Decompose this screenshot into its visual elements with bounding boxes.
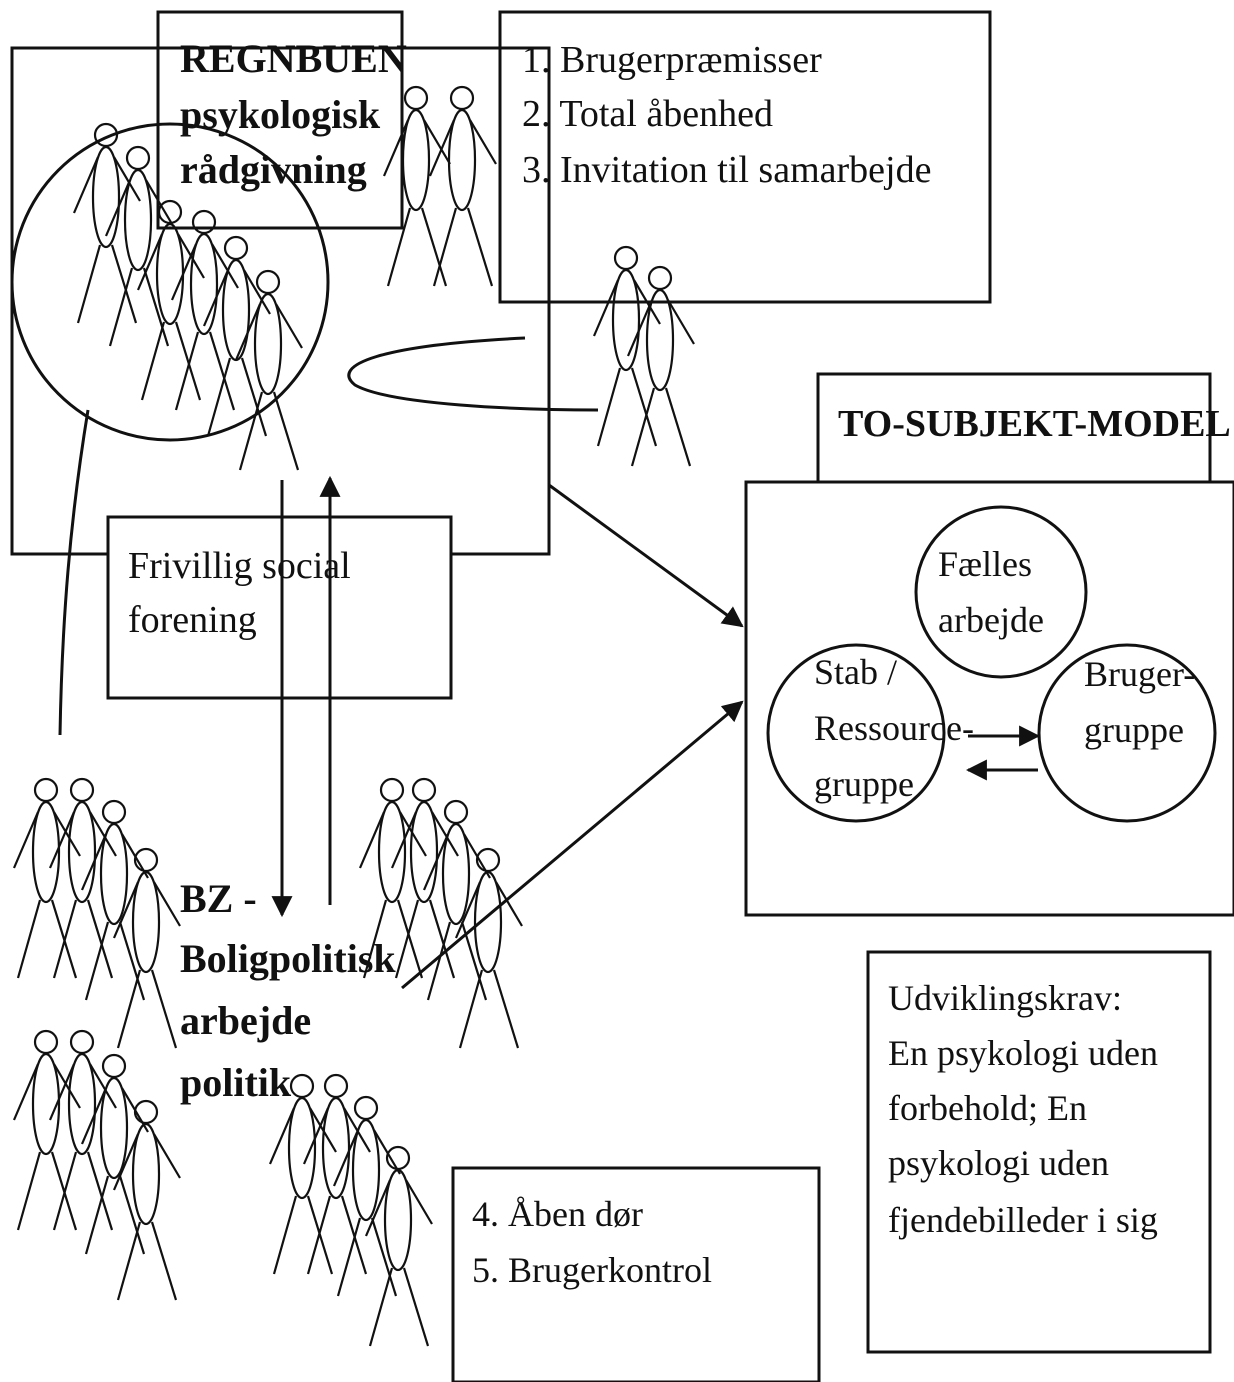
common-work-label: Fælles arbejde [938, 544, 1044, 640]
regnbuen-line2: psykologisk [180, 92, 381, 137]
users-line1: Bruger- [1084, 654, 1195, 694]
common-line1: Fælles [938, 544, 1032, 584]
requirements-line3: forbehold; En [888, 1088, 1087, 1128]
principle-5: 5. Brugerkontrol [472, 1250, 712, 1290]
regnbuen-line1: REGNBUEN [180, 36, 407, 81]
bz-line4: politik [180, 1060, 292, 1105]
requirements-text: Udviklingskrav: En psykologi uden forbeh… [888, 978, 1167, 1240]
requirements-line2: En psykologi uden [888, 1033, 1158, 1073]
requirements-box [866, 950, 1212, 1354]
bz-line2: Boligpolitisk [180, 936, 396, 981]
model-title: TO-SUBJEKT-MODEL [838, 403, 1231, 445]
regnbuen-line3: rådgivning [180, 147, 367, 192]
staff-group-label: Stab / Ressource- gruppe [814, 652, 983, 804]
bz-line3: arbejde [180, 998, 311, 1043]
circle-common-work [914, 505, 1088, 679]
bz-line1: BZ - [180, 876, 257, 921]
bz-people-group-lower [12, 1029, 182, 1302]
principles-bottom-box [451, 1166, 821, 1382]
regnbuen-box [156, 10, 404, 230]
principle-4: 4. Åben dør [472, 1194, 643, 1234]
user-group-label: Bruger- gruppe [1084, 654, 1204, 750]
staff-line1: Stab / [814, 652, 897, 692]
staff-line2: Ressource- [814, 708, 974, 748]
users-line2: gruppe [1084, 710, 1184, 750]
middle-people-group [358, 777, 524, 1050]
principles-top-box [498, 10, 992, 304]
forening-line1: Frivillig social [128, 545, 351, 587]
forening-box [106, 515, 453, 700]
arrow-to-model-top [548, 483, 744, 628]
principle-2: 2. Total åbenhed [522, 93, 773, 135]
principle-1: 1. Brugerpræmisser [522, 39, 822, 81]
requirements-line1: Udviklingskrav: [888, 978, 1122, 1018]
principle-3: 3. Invitation til samarbejde [522, 149, 931, 191]
requirements-line4: psykologi uden [888, 1143, 1109, 1183]
common-line2: arbejde [938, 600, 1044, 640]
bz-label: BZ - Boligpolitisk arbejde politik [180, 876, 406, 1105]
principles-top-list: 1. Brugerpræmisser 2. Total åbenhed 3. I… [522, 39, 931, 191]
model-box [744, 480, 1234, 917]
staff-line3: gruppe [814, 764, 914, 804]
connection-curve [347, 336, 599, 412]
requirements-line5: fjendebilleder i sig [888, 1200, 1158, 1240]
arrow-to-model-bottom [401, 700, 744, 990]
circle-link-line [58, 409, 90, 736]
forening-text: Frivillig social forening [128, 545, 360, 641]
lower-people-group [268, 1073, 434, 1348]
bz-people-group-upper [12, 777, 182, 1050]
principles-bottom-list: 4. Åben dør 5. Brugerkontrol [472, 1194, 712, 1290]
regnbuen-title: REGNBUEN psykologisk rådgivning [180, 36, 417, 192]
invited-people-group [592, 245, 696, 468]
forening-line2: forening [128, 599, 257, 641]
circle-staff-group [766, 643, 946, 823]
group-circle [10, 122, 330, 442]
